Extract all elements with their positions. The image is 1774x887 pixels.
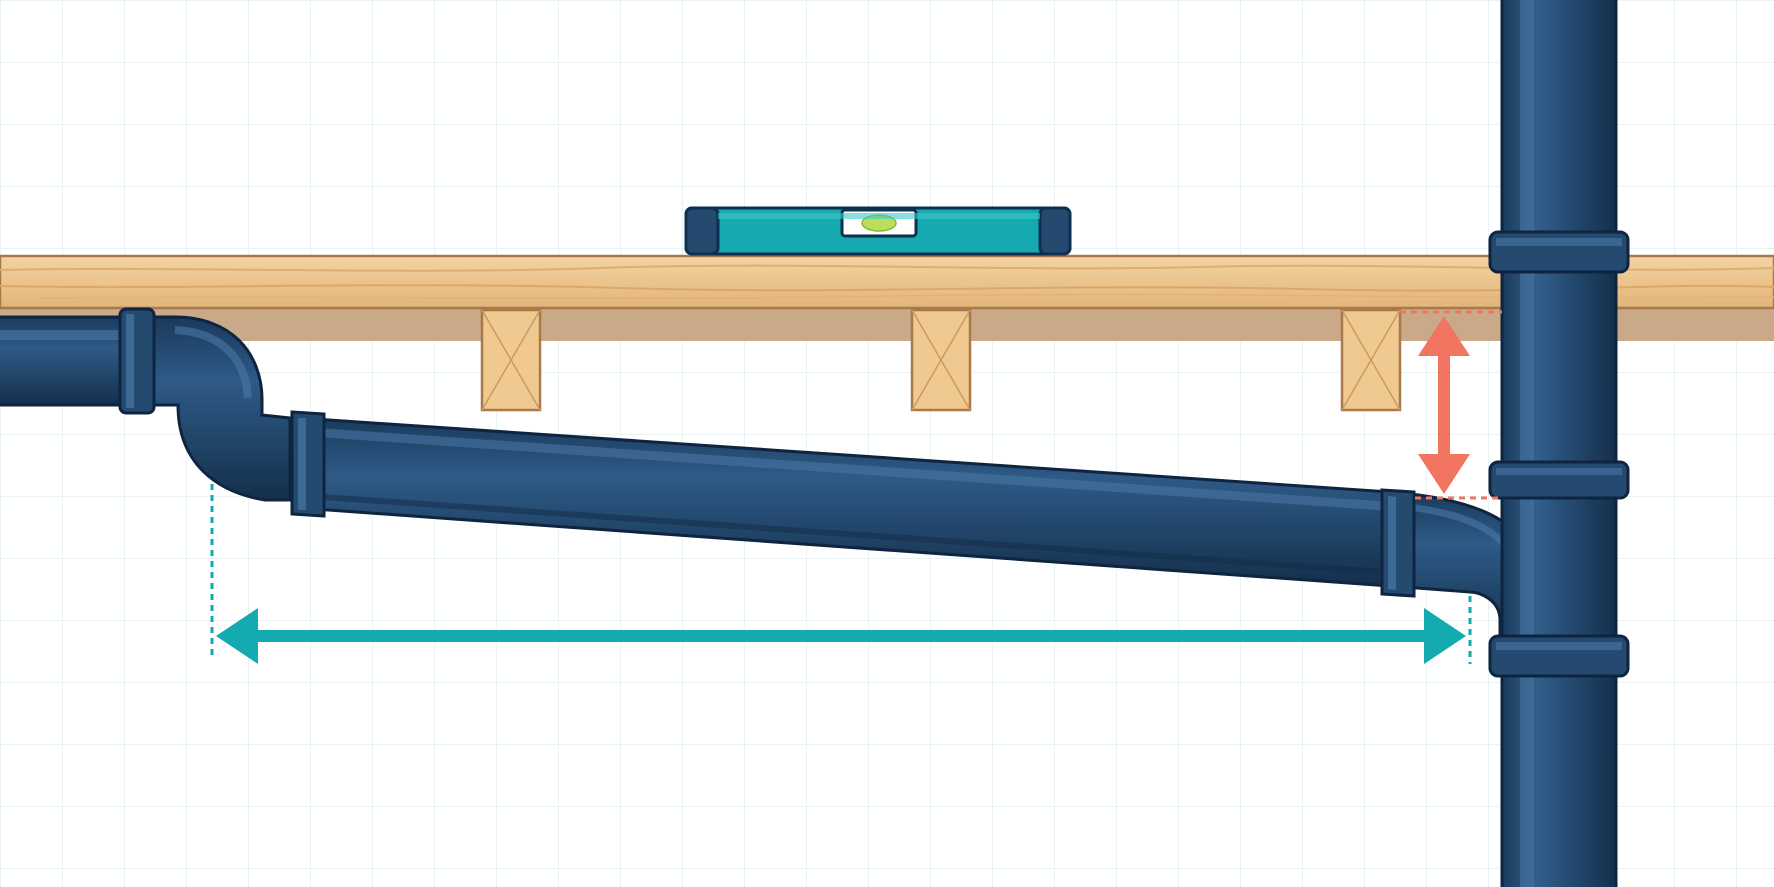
joist-block	[480, 308, 542, 412]
joist-block	[910, 308, 972, 412]
pipe-collar	[290, 410, 326, 518]
arrowhead-up-icon	[1418, 316, 1470, 356]
arrowhead-down-icon	[1418, 454, 1470, 494]
stack-fitting-middle	[1488, 460, 1630, 500]
spirit-level-icon	[684, 206, 1072, 256]
arrowhead-left-icon	[216, 608, 258, 664]
joist-block	[1340, 308, 1402, 412]
drop-height-arrow	[1400, 310, 1502, 500]
run-length-arrow	[210, 484, 1472, 664]
pipe-collar	[118, 307, 156, 415]
arrowhead-right-icon	[1424, 608, 1466, 664]
pipe-collar	[1380, 488, 1416, 598]
vertical-stack-pipe	[1488, 0, 1630, 887]
pipe-elbow-left	[148, 315, 292, 502]
floor-board	[0, 254, 1774, 310]
